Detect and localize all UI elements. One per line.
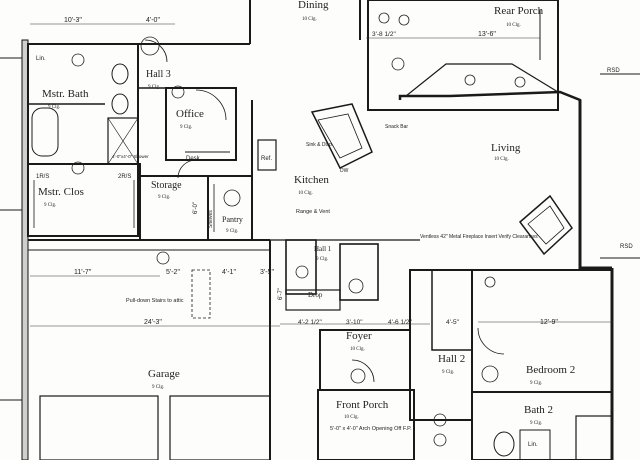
room-living: Living — [491, 142, 521, 154]
room-pantry: Pantry — [222, 215, 243, 224]
dim-16: 6'-7" — [278, 288, 284, 300]
dim-1: 10'-3" — [64, 17, 82, 24]
room-mstr-bath: Mstr. Bath — [42, 88, 89, 100]
dim-5: 11'-7" — [74, 269, 92, 276]
dim-11: 3'-10" — [346, 319, 363, 326]
ceiling-garage: 9 Clg. — [152, 385, 164, 390]
room-bath2: Bath 2 — [524, 404, 553, 416]
dim-17: 2R/S — [118, 174, 131, 180]
room-garage: Garage — [148, 368, 180, 380]
note-arch: 5'-0" x 4'-0" Arch Opening Off F.P. — [330, 426, 412, 432]
ceiling-mstr-bath: 9 Clg. — [48, 105, 60, 110]
room-drop: Drop — [308, 291, 323, 299]
room-foyer: Foyer — [346, 330, 372, 342]
room-storage: Storage — [151, 180, 182, 191]
note-desk: Desk — [186, 156, 201, 162]
dim-8: 3'-5" — [260, 269, 274, 276]
ceiling-rear-porch: 10 Clg. — [506, 23, 521, 28]
ceiling-mstr-clos: 9 Clg. — [44, 203, 56, 208]
note-lin-bath2: Lin. — [528, 442, 538, 448]
note-fireplace: Ventless 42" Metal Fireplace Insert Veri… — [420, 234, 538, 240]
ceiling-pantry: 9 Clg. — [226, 229, 238, 234]
note-range-vent: Range & Vent — [296, 209, 330, 215]
room-hall2: Hall 2 — [438, 353, 465, 365]
room-front-porch: Front Porch — [336, 399, 389, 411]
dim-15: 6'-0" — [193, 202, 199, 214]
note-pull-stairs: Pull-down Stairs to attic — [126, 298, 184, 304]
dim-10: 4'-2 1/2" — [298, 319, 322, 326]
room-bedroom2: Bedroom 2 — [526, 364, 575, 376]
ceiling-foyer: 10 Clg. — [350, 347, 365, 352]
ceiling-dining: 10 Clg. — [302, 17, 317, 22]
ceiling-hall3: 9 Clg. — [148, 85, 160, 90]
dim-6: 5'-2" — [166, 269, 180, 276]
note-rsd-mid: RSD — [620, 244, 633, 250]
dimension-lines — [30, 23, 612, 327]
note-shelves: Shelves — [208, 210, 214, 228]
note-sink-disp: Sink & Disp. — [306, 142, 333, 148]
note-rsd-top: RSD — [607, 68, 620, 74]
room-kitchen: Kitchen — [294, 174, 329, 186]
dim-18: 1R/S — [36, 174, 49, 180]
room-hall3: Hall 3 — [146, 69, 171, 80]
room-office: Office — [176, 108, 204, 120]
ceiling-hall2: 9 Clg. — [442, 370, 454, 375]
dim-13: 4'-5" — [446, 319, 460, 326]
dim-12: 4'-6 1/2" — [388, 319, 412, 326]
ceiling-front-porch: 10 Clg. — [344, 415, 359, 420]
ceiling-storage: 9 Clg. — [158, 195, 170, 200]
ceiling-bedroom2: 9 Clg. — [530, 381, 542, 386]
note-snack-bar: Snack Bar — [385, 124, 408, 130]
dim-3: 3'-8 1/2" — [372, 31, 396, 38]
fixture-symbols — [71, 12, 526, 447]
dim-9: 24'-3" — [144, 319, 162, 326]
dim-14: 12'-9" — [540, 319, 558, 326]
ceiling-kitchen: 10 Clg. — [298, 191, 313, 196]
ceiling-hall1: 9 Clg. — [316, 257, 328, 262]
dim-4: 13'-6" — [478, 31, 496, 38]
dim-2: 4'-0" — [146, 17, 160, 24]
ceiling-office: 9 Clg. — [180, 125, 192, 130]
note-shower: 4'-0"x4'-0" Shower — [112, 154, 149, 159]
note-lin-mstr: Lin. — [36, 56, 46, 62]
room-mstr-clos: Mstr. Clos — [38, 186, 84, 198]
room-rear-porch: Rear Porch — [494, 5, 544, 17]
room-hall1: Hall 1 — [314, 245, 332, 253]
dim-7: 4'-1" — [222, 269, 236, 276]
ceiling-living: 10 Clg. — [494, 157, 509, 162]
note-ref: Ref. — [261, 156, 272, 162]
ceiling-bath2: 9 Clg. — [530, 421, 542, 426]
room-dining: Dining — [298, 0, 329, 11]
note-dw: DW — [340, 168, 349, 174]
